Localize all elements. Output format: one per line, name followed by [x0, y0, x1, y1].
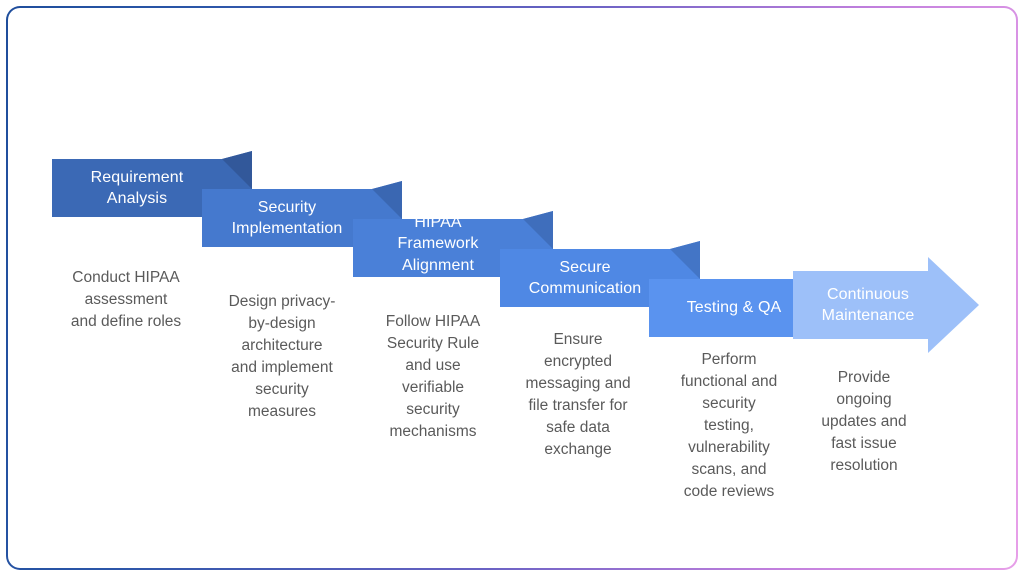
step-1-description: Conduct HIPAA assessment and define role… [70, 269, 182, 330]
step-6-description: Provide ongoing updates and fast issue r… [821, 369, 907, 474]
step-2-description: Design privacy- by-design architecture a… [228, 293, 336, 420]
step-5-description: Perform functional and security testing,… [680, 351, 778, 500]
gradient-frame: Requirement Analysis Conduct HIPAA asses… [6, 6, 1018, 570]
step-4-description: Ensure encrypted messaging and file tran… [525, 331, 631, 458]
step-3-description: Follow HIPAA Security Rule and use verif… [385, 313, 481, 440]
step-6-arrow-shape [793, 257, 979, 365]
step-2-banner-shape [202, 181, 402, 275]
diagram-canvas: Requirement Analysis Conduct HIPAA asses… [8, 8, 1016, 568]
